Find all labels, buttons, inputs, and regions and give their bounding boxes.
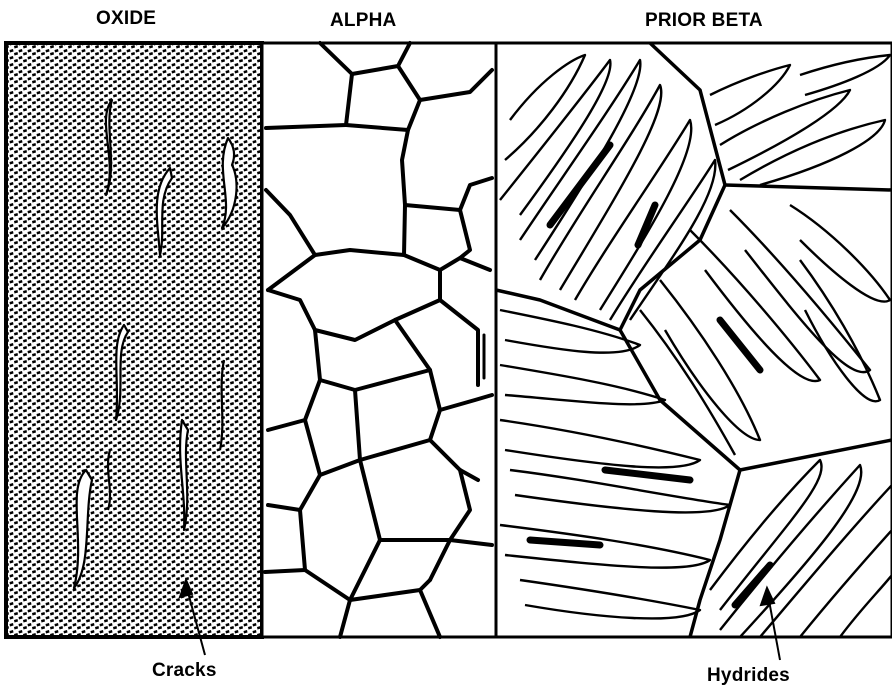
alpha-region bbox=[262, 43, 496, 637]
hydride bbox=[530, 540, 600, 545]
oxide-region bbox=[6, 43, 262, 637]
